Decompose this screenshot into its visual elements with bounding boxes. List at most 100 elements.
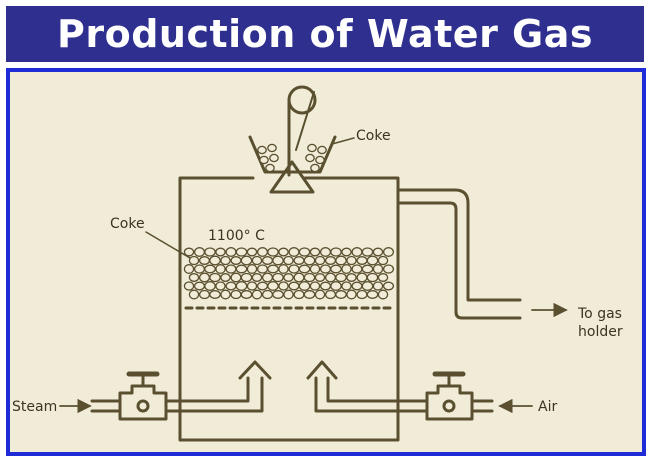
coke-pebble xyxy=(356,256,368,265)
coke-pebble xyxy=(193,247,206,257)
title-banner: Production of Water Gas xyxy=(6,6,644,62)
coke-pebble xyxy=(198,272,211,283)
coke-pebble xyxy=(204,281,216,291)
coke-pebble xyxy=(193,264,206,274)
coke-pebble xyxy=(372,281,384,291)
coke-pebble xyxy=(267,143,277,153)
coke-pebble xyxy=(278,247,289,257)
coke-pebble xyxy=(188,273,200,282)
coke-pebble xyxy=(278,264,289,274)
air-valve xyxy=(425,371,474,421)
coke-pebble xyxy=(240,272,253,283)
steam-label: Steam xyxy=(12,399,57,415)
coke-pebble xyxy=(319,281,332,291)
coke-pebble xyxy=(257,145,267,155)
coke-pebble xyxy=(272,255,284,266)
coke-pebble xyxy=(209,272,221,283)
coke-pebble xyxy=(310,163,320,173)
coke-pebble xyxy=(204,247,216,257)
coke-pebble xyxy=(303,255,316,266)
air-pipe xyxy=(314,376,494,413)
coke-pebble xyxy=(198,289,211,300)
coke-pebble xyxy=(341,247,352,257)
coke-pebble xyxy=(335,255,347,266)
hopper-coke xyxy=(257,143,327,173)
coke-pebble xyxy=(261,256,274,265)
coke-pebble xyxy=(317,145,327,155)
coke-pebble xyxy=(377,289,389,300)
page-title: Production of Water Gas xyxy=(57,12,593,56)
coke-pebble xyxy=(293,256,305,265)
coke-pebble xyxy=(361,264,374,274)
coke-pebble xyxy=(215,247,226,257)
gas-holder-label-line2: holder xyxy=(578,324,623,340)
coke-pebble xyxy=(361,281,374,291)
coke-pebble xyxy=(240,255,253,266)
coke-pebble xyxy=(256,281,269,291)
diagram-frame xyxy=(6,68,646,456)
temperature-label: 1100° C xyxy=(208,228,265,244)
coke-pebble xyxy=(220,289,231,300)
coke-pebble xyxy=(309,281,321,291)
coke-pebble xyxy=(256,264,269,274)
coke-pebble xyxy=(319,264,332,274)
coke-pebble xyxy=(261,272,274,283)
coke-pebble xyxy=(198,256,211,265)
coke-pebble xyxy=(193,281,206,291)
coke-pebble xyxy=(267,247,279,257)
coke-pebble xyxy=(288,281,300,291)
coke-pebble xyxy=(293,272,305,283)
coke-pebble xyxy=(267,281,279,291)
coke-pebble xyxy=(220,273,231,282)
coke-pebble xyxy=(335,290,347,299)
coke-pebble xyxy=(251,289,263,300)
coke-pebble xyxy=(235,264,248,274)
coke-pebble xyxy=(188,289,200,300)
coke-pebble xyxy=(314,273,326,282)
coke-pebble xyxy=(225,281,237,291)
coke-pebble xyxy=(288,247,300,257)
coke-pebble xyxy=(298,281,311,291)
hopper-cone xyxy=(269,160,315,194)
coke-pebble xyxy=(346,273,357,282)
coke-pebble xyxy=(324,272,337,283)
coke-pebble xyxy=(283,255,294,266)
coke-pebble xyxy=(319,247,332,257)
coke-bed-label: Coke xyxy=(110,216,145,232)
generator-vessel xyxy=(178,176,400,442)
coke-pebble xyxy=(183,264,195,274)
coke-pebble xyxy=(382,264,395,274)
coke-pebble xyxy=(293,289,305,300)
coke-hopper-leader xyxy=(331,137,355,145)
coke-pebble xyxy=(251,255,263,266)
coke-pebble xyxy=(272,290,284,299)
coke-pebble xyxy=(324,289,337,300)
coke-pebble xyxy=(235,281,248,291)
coke-pebble xyxy=(309,247,321,257)
coke-pebble xyxy=(346,255,357,266)
coke-pebble xyxy=(283,289,294,300)
coke-pebble xyxy=(246,281,258,291)
coke-pebble xyxy=(251,273,263,282)
coke-pebble xyxy=(288,264,300,274)
steam-pipe xyxy=(90,376,264,413)
coke-pebble xyxy=(256,247,269,257)
coke-pebble xyxy=(225,264,237,274)
coke-pebble xyxy=(366,255,379,266)
coke-pebble xyxy=(351,281,363,291)
coke-pebble xyxy=(314,255,326,266)
coke-bed xyxy=(183,247,395,300)
coke-pebble xyxy=(188,255,200,266)
coke-pebble xyxy=(298,247,311,257)
coke-pebble xyxy=(305,153,315,163)
coke-pebble xyxy=(215,264,226,274)
air-inlet-arrow xyxy=(306,360,338,380)
coke-pebble xyxy=(351,247,363,257)
coke-pebble xyxy=(246,247,258,257)
coke-pebble xyxy=(372,247,384,257)
coke-pebble xyxy=(351,264,363,274)
coke-pebble xyxy=(215,281,226,291)
coke-pebble xyxy=(307,143,317,153)
coke-pebble xyxy=(356,289,368,300)
